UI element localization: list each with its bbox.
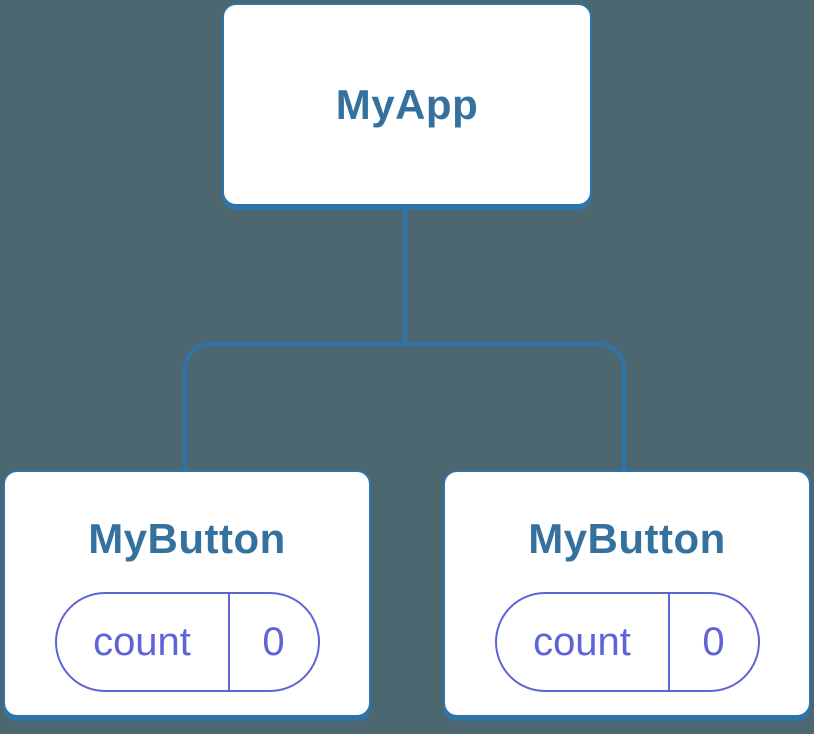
child-node-right: MyButton count 0	[443, 470, 811, 717]
state-key: count	[533, 619, 631, 664]
child-node-label: MyButton	[528, 515, 726, 562]
state-key: count	[93, 619, 191, 664]
child-node-label: MyButton	[88, 515, 286, 562]
state-value-cell: 0	[230, 594, 318, 690]
state-value: 0	[702, 619, 725, 664]
state-pill: count 0	[54, 592, 320, 692]
root-node-label: MyApp	[335, 80, 479, 128]
connector-stem	[403, 207, 407, 344]
connector-bracket	[183, 342, 626, 470]
state-value-cell: 0	[670, 594, 758, 690]
state-pill: count 0	[494, 592, 760, 692]
root-node: MyApp	[222, 3, 592, 206]
state-divider	[667, 594, 670, 690]
state-value: 0	[262, 619, 285, 664]
child-node-left: MyButton count 0	[3, 470, 371, 717]
state-key-cell: count	[497, 594, 668, 690]
state-divider	[227, 594, 230, 690]
state-key-cell: count	[57, 594, 228, 690]
